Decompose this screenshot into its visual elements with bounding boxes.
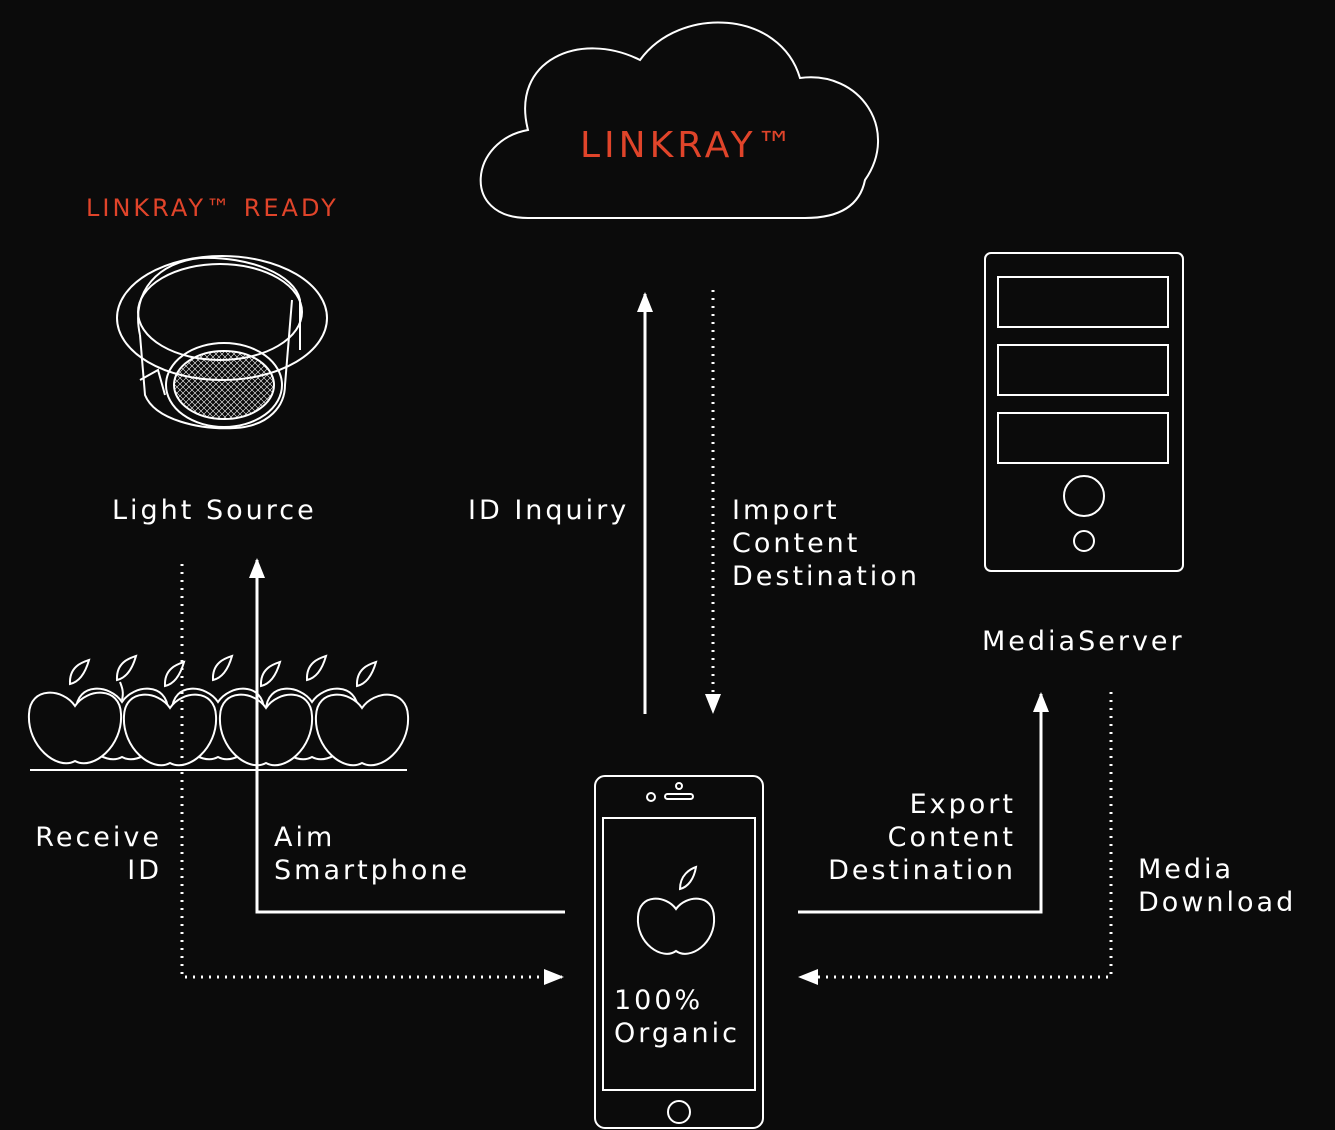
receive-id-label: Receive ID (35, 822, 162, 886)
export-content-arrow (798, 692, 1049, 914)
id-inquiry-label: ID Inquiry (468, 495, 630, 526)
apple-row-icon (27, 654, 410, 767)
downlight-icon (116, 255, 328, 430)
export-content-label: Export Content Destination (828, 789, 1016, 886)
import-content-label: Import Content Destination (732, 495, 920, 592)
phone-screen-text: 100% Organic (614, 985, 741, 1049)
media-download-label: Media Download (1138, 854, 1297, 918)
server-icon (984, 252, 1184, 572)
light-source-label: Light Source (112, 495, 317, 526)
receive-id-arrow (180, 564, 564, 985)
media-server-label: MediaServer (982, 626, 1185, 657)
cloud-title: LINKRAY™ (580, 125, 797, 166)
light-ready-label: LINKRAY™ READY (86, 194, 339, 222)
aim-smartphone-label: Aim Smartphone (274, 822, 471, 886)
smartphone-icon (594, 775, 764, 1129)
apple-icon (636, 865, 716, 955)
cloud-icon (479, 21, 879, 219)
aim-smartphone-arrow (249, 558, 565, 914)
